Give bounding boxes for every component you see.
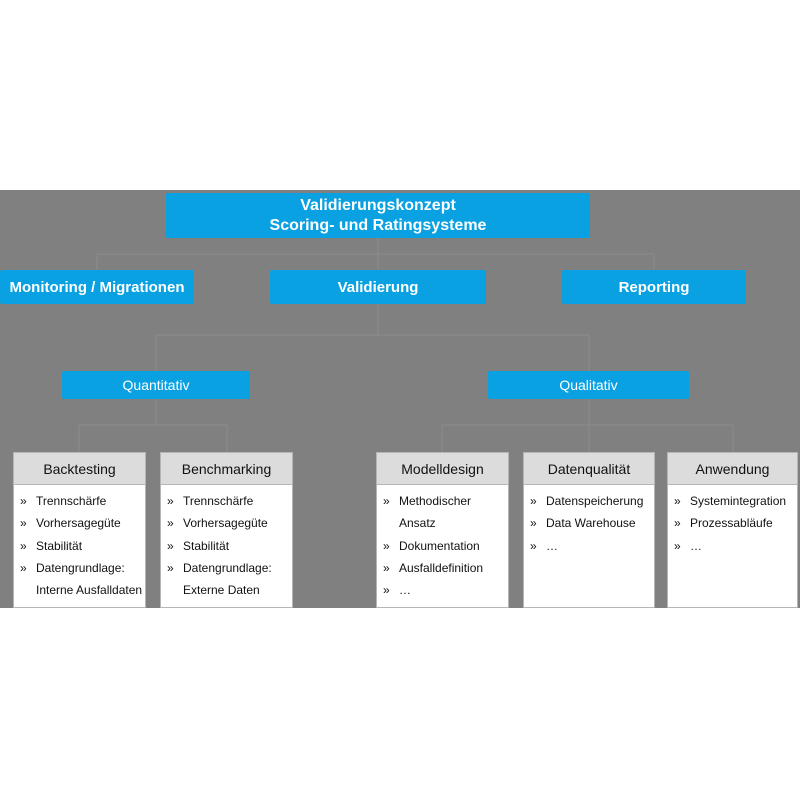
- list-item: »Datengrundlage:: [20, 557, 145, 579]
- bullet-icon: »: [674, 516, 681, 531]
- card-anwendung-list: »Systemintegration »Prozessabläufe »…: [668, 485, 797, 557]
- card-modelldesign-list: »Methodischer Ansatz »Dokumentation »Aus…: [377, 485, 508, 601]
- list-item-continuation: Externe Daten: [183, 583, 260, 598]
- list-item: »Ausfalldefinition: [383, 557, 508, 579]
- list-item: »…: [674, 535, 797, 557]
- box-reporting: Reporting: [562, 270, 746, 304]
- title-line-1: Validierungskonzept: [300, 196, 456, 214]
- list-item: »Vorhersagegüte: [20, 512, 145, 534]
- list-item: »Datengrundlage:: [167, 557, 292, 579]
- card-datenqualitaet-list: »Datenspeicherung »Data Warehouse »…: [524, 485, 654, 557]
- bullet-icon: »: [20, 516, 27, 531]
- box-monitoring-label: Monitoring / Migrationen: [9, 278, 185, 296]
- bullet-icon: »: [530, 538, 537, 553]
- list-item-continuation: Ansatz: [399, 516, 436, 531]
- list-item: »Methodischer: [383, 490, 508, 512]
- card-backtesting-title: Backtesting: [14, 453, 145, 485]
- title-box: Validierungskonzept Scoring- und Ratings…: [166, 193, 590, 238]
- box-qualitativ-label: Qualitativ: [559, 377, 618, 393]
- card-modelldesign: Modelldesign »Methodischer Ansatz »Dokum…: [376, 452, 509, 608]
- list-item: »Dokumentation: [383, 535, 508, 557]
- bullet-icon: »: [167, 516, 174, 531]
- list-item: »…: [530, 535, 654, 557]
- card-benchmarking: Benchmarking »Trennschärfe »Vorhersagegü…: [160, 452, 293, 608]
- box-validierung: Validierung: [270, 270, 486, 304]
- card-datenqualitaet: Datenqualität »Datenspeicherung »Data Wa…: [523, 452, 655, 608]
- bullet-icon: »: [383, 538, 390, 553]
- bullet-icon: »: [383, 583, 390, 598]
- list-item: »Stabilität: [20, 535, 145, 557]
- box-quantitativ-label: Quantitativ: [122, 377, 190, 393]
- bullet-icon: »: [530, 494, 537, 508]
- card-benchmarking-list: »Trennschärfe »Vorhersagegüte »Stabilitä…: [161, 485, 292, 601]
- card-anwendung-title: Anwendung: [668, 453, 797, 485]
- bullet-icon: »: [383, 560, 390, 575]
- bullet-icon: »: [167, 560, 174, 575]
- bullet-icon: »: [20, 494, 27, 508]
- list-item: »Trennschärfe: [167, 490, 292, 512]
- card-backtesting: Backtesting »Trennschärfe »Vorhersagegüt…: [13, 452, 146, 608]
- card-datenqualitaet-title: Datenqualität: [524, 453, 654, 485]
- bullet-icon: »: [20, 538, 27, 553]
- box-reporting-label: Reporting: [618, 278, 690, 296]
- list-item-continuation: Interne Ausfalldaten: [36, 583, 143, 598]
- card-anwendung: Anwendung »Systemintegration »Prozessabl…: [667, 452, 798, 608]
- box-qualitativ: Qualitativ: [488, 371, 689, 399]
- bullet-icon: »: [167, 538, 174, 553]
- list-item: »Trennschärfe: [20, 490, 145, 512]
- card-modelldesign-title: Modelldesign: [377, 453, 508, 485]
- bullet-icon: »: [383, 494, 390, 508]
- list-item: »Stabilität: [167, 535, 292, 557]
- title-line-2: Scoring- und Ratingsysteme: [269, 216, 487, 234]
- card-benchmarking-title: Benchmarking: [161, 453, 292, 485]
- bullet-icon: »: [530, 516, 537, 531]
- card-backtesting-list: »Trennschärfe »Vorhersagegüte »Stabilitä…: [14, 485, 145, 601]
- bullet-icon: »: [167, 494, 174, 508]
- bullet-icon: »: [674, 494, 681, 508]
- box-quantitativ: Quantitativ: [62, 371, 250, 399]
- list-item: »Datenspeicherung: [530, 490, 654, 512]
- list-item: »Data Warehouse: [530, 512, 654, 534]
- box-validierung-label: Validierung: [337, 278, 419, 296]
- box-monitoring: Monitoring / Migrationen: [0, 270, 194, 304]
- bullet-icon: »: [674, 538, 681, 553]
- list-item: »Prozessabläufe: [674, 512, 797, 534]
- list-item: »…: [383, 579, 508, 601]
- bullet-icon: »: [20, 560, 27, 575]
- list-item: »Vorhersagegüte: [167, 512, 292, 534]
- list-item: »Systemintegration: [674, 490, 797, 512]
